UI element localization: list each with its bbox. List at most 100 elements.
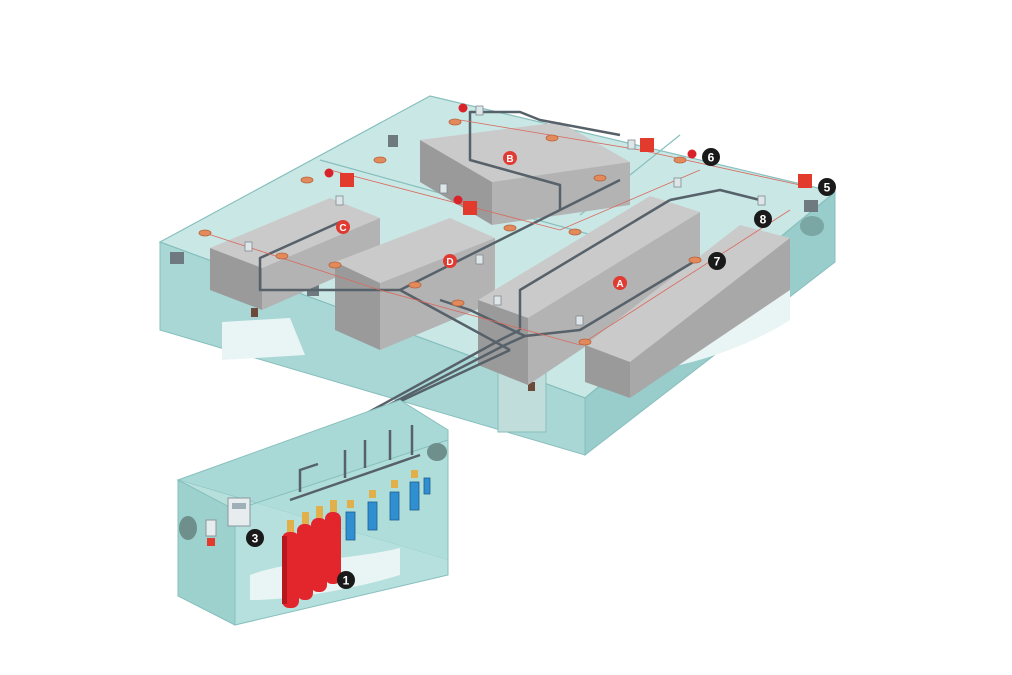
control-panel-screen <box>232 503 246 509</box>
nozzle <box>448 118 462 126</box>
floor-patch-left <box>222 318 305 360</box>
manifold-pipe <box>289 453 421 502</box>
pipe-branch-a-low <box>524 256 701 338</box>
nozzle <box>451 299 465 307</box>
zone-label-text: A <box>616 279 623 290</box>
selector-valve <box>423 477 431 495</box>
smoke-detector <box>335 195 344 206</box>
alarm-bell-icon <box>458 103 468 113</box>
pipe-branch-d <box>439 298 526 338</box>
cylinder-room <box>176 399 449 626</box>
strobe-box <box>340 173 354 187</box>
pipe-branch-c <box>258 220 400 292</box>
callout-badge <box>708 252 726 270</box>
cabinet-c-top <box>210 198 380 268</box>
agent-cylinder <box>311 518 327 592</box>
alarm-bell-icon <box>324 168 334 178</box>
control-panel <box>227 497 251 527</box>
valve-cap <box>369 490 376 498</box>
selector-valve <box>345 511 356 541</box>
nozzle <box>373 156 387 164</box>
strobe-box <box>463 201 477 215</box>
cabinet-d-front <box>335 262 380 350</box>
cabinet-a-front <box>478 300 528 385</box>
door-handle <box>528 382 535 391</box>
callout-badge <box>337 571 355 589</box>
agent-cylinder <box>297 524 313 600</box>
zone-label-c: C <box>336 220 350 234</box>
pipe-riser-a <box>518 198 671 330</box>
selector-valves <box>345 477 431 541</box>
zone-label-text: D <box>446 257 453 268</box>
nozzle <box>328 261 342 269</box>
cabinet-right-front <box>585 345 630 398</box>
valve-cap <box>391 480 398 488</box>
strobe-box <box>640 138 654 152</box>
pipe-network <box>258 110 761 450</box>
server-cabinets <box>210 122 790 398</box>
callout-badge <box>754 210 772 228</box>
manual-release-base <box>207 538 215 546</box>
zone-label-badge <box>613 276 627 290</box>
manual-release <box>205 519 217 537</box>
zone-label-badge <box>503 151 517 165</box>
cabinet-c-front <box>210 248 262 310</box>
door-handle-left <box>251 308 258 317</box>
cabinet-right-top <box>585 225 790 362</box>
vent-right <box>804 200 818 212</box>
vent-top <box>388 135 398 147</box>
smoke-detector <box>493 295 502 306</box>
zone-label-badge <box>336 220 350 234</box>
cabinet-a-side <box>528 212 700 385</box>
smoke-detector <box>575 315 584 326</box>
cabinet-d-top <box>335 218 495 283</box>
callout-text: 3 <box>252 532 259 546</box>
zone-label-a: A <box>613 276 627 290</box>
pipe-riser-b <box>398 178 621 352</box>
nozzle <box>503 224 517 232</box>
agent-cylinder-shade <box>282 536 287 604</box>
cabinet-a-top <box>478 196 700 318</box>
smoke-detector <box>439 183 448 194</box>
selector-valve <box>367 501 378 531</box>
cylinder-valve <box>287 520 294 532</box>
callout-badge <box>246 529 264 547</box>
callout-text: 1 <box>343 574 350 588</box>
manifold-pipe <box>298 462 319 492</box>
callout-text: 8 <box>760 213 767 227</box>
callout-badge <box>818 178 836 196</box>
cylinder-valves <box>287 500 337 532</box>
cylinder-valve <box>302 512 309 524</box>
valve-cap <box>411 470 418 478</box>
smoke-detector <box>475 105 484 116</box>
callout-text: 5 <box>824 181 831 195</box>
smoke-detector <box>673 177 682 188</box>
cylinder-valve <box>316 506 323 518</box>
callout-badge <box>702 148 720 166</box>
valve-cap <box>347 500 354 508</box>
callout-8: 8 <box>754 210 772 228</box>
relief-vent-room <box>427 443 447 461</box>
selector-valve <box>409 481 420 511</box>
cabinet-d-side <box>380 238 495 350</box>
wire-2 <box>329 169 701 231</box>
callout-6: 6 <box>702 148 720 166</box>
callout-text: 6 <box>708 151 715 165</box>
nozzle <box>568 228 582 236</box>
nozzle <box>275 252 289 260</box>
zone-label-d: D <box>443 254 457 268</box>
smoke-detector <box>475 254 484 265</box>
selector-valve-caps <box>347 470 418 508</box>
nozzle <box>545 134 559 142</box>
nozzle <box>300 176 314 184</box>
alarm-bells <box>324 103 697 205</box>
callout-7: 7 <box>708 252 726 270</box>
nozzle <box>578 338 592 346</box>
callout-labels: 1 3 5 6 7 8 <box>246 148 836 589</box>
relief-vent-right <box>800 216 824 236</box>
zone-label-badge <box>443 254 457 268</box>
nozzle <box>673 156 687 164</box>
cylinder-valve <box>330 500 337 512</box>
nozzles <box>198 118 702 346</box>
